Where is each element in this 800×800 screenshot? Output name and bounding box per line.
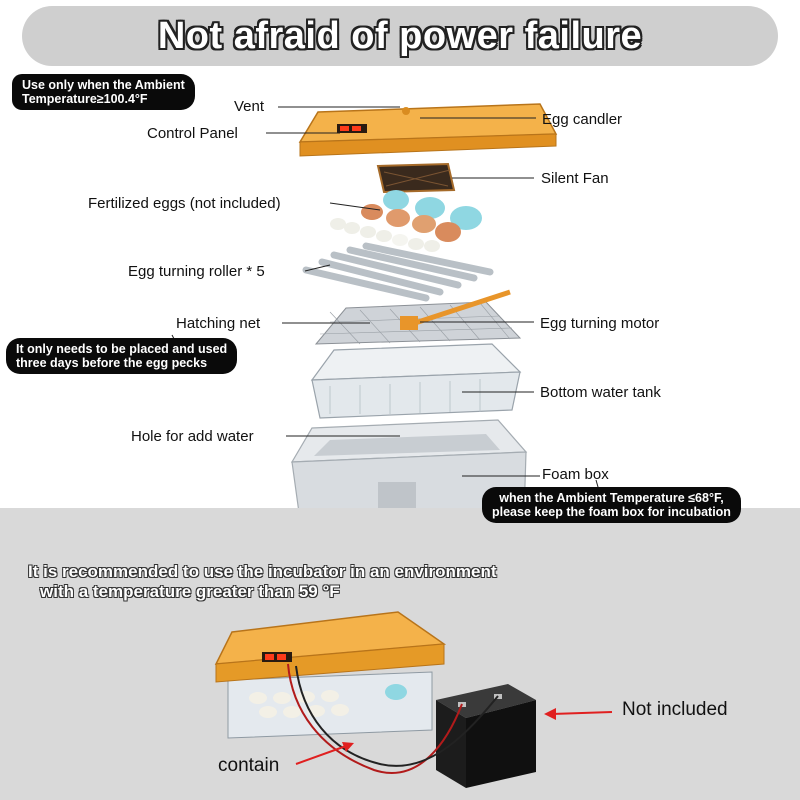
arrow-contain — [295, 742, 354, 765]
note-hatching-net-line-2: three days before the egg pecks — [16, 356, 208, 370]
note-ambient-high-line-1: Use only when the Ambient — [22, 78, 185, 92]
title-banner — [22, 6, 778, 66]
note-ambient-low-line-1: when the Ambient Temperature ≤68°F, — [499, 491, 724, 505]
rollers-illustration — [302, 242, 494, 302]
clear-tray-illustration — [310, 343, 522, 419]
lid-illustration — [298, 103, 558, 157]
leader-lines — [171, 106, 601, 495]
exploded-diagram — [171, 103, 601, 520]
note-hatching-net: It only needs to be placed and used thre… — [6, 338, 238, 374]
label-vent: Vent — [234, 98, 265, 115]
label-egg-turning-roller: Egg turning roller * 5 — [128, 263, 265, 280]
label-contain: contain — [218, 755, 280, 776]
eggs-illustration — [330, 190, 482, 252]
battery-illustration — [436, 684, 536, 788]
recommendation-text: It is recommended to use the incubator i… — [28, 562, 497, 602]
incubator-illustration — [214, 611, 447, 739]
label-control-panel: Control Panel — [147, 125, 238, 142]
label-egg-candler: Egg candler — [542, 111, 623, 128]
label-bottom-water-tank: Bottom water tank — [540, 384, 661, 401]
fan-illustration — [376, 162, 456, 194]
label-not-included: Not included — [622, 699, 728, 720]
note-ambient-low-line-2: please keep the foam box for incubation — [492, 505, 731, 519]
label-silent-fan: Silent Fan — [541, 170, 609, 187]
label-foam-box: Foam box — [542, 466, 609, 483]
recommendation-line-2: with a temperature greater than 59 °F — [40, 582, 340, 601]
label-hatching-net: Hatching net — [176, 315, 261, 332]
foam-box-illustration — [290, 419, 528, 520]
label-egg-turning-motor: Egg turning motor — [540, 315, 660, 332]
page-title: Not afraid of power failure — [157, 15, 643, 57]
note-ambient-high: Use only when the Ambient Temperature≥10… — [12, 74, 195, 110]
net-and-motor-illustration — [314, 289, 522, 345]
recommendation-line-1: It is recommended to use the incubator i… — [28, 562, 497, 581]
note-ambient-high-line-2: Temperature≥100.4°F — [22, 92, 148, 106]
label-fertilized-eggs: Fertilized eggs (not included) — [88, 195, 281, 212]
arrow-not-included — [544, 708, 613, 720]
note-ambient-low: when the Ambient Temperature ≤68°F, plea… — [482, 487, 741, 523]
battery-setup-illustration — [214, 611, 613, 788]
label-hole-for-add-water: Hole for add water — [131, 428, 254, 445]
note-hatching-net-line-1: It only needs to be placed and used — [16, 342, 228, 356]
